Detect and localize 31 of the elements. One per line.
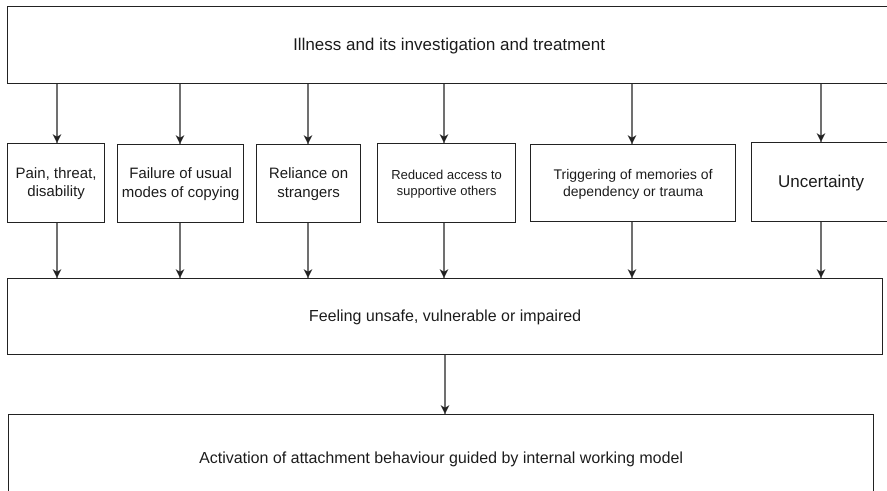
arrow [304,84,312,144]
box-label: Illness and its investigation and treatment [293,34,605,56]
arrow [52,84,62,143]
arrow [440,223,448,278]
box-label: Failure of usual modes of copying [121,165,240,202]
box-label: Reduced access to supportive others [390,167,503,199]
box-label: Pain, threat, disability [14,164,98,202]
arrow [52,223,62,278]
box-label: Feeling unsafe, vulnerable or impaired [308,306,582,326]
arrow [816,222,826,278]
arrow [816,84,826,142]
arrow [628,84,636,144]
process-box [7,6,887,84]
factor-box [751,142,887,222]
arrow [440,355,450,414]
box-label: Uncertainty [778,172,864,192]
factor-box [117,144,244,223]
process-box [8,414,874,491]
arrow [628,222,636,278]
process-box [7,278,883,355]
factor-box [256,144,361,223]
arrow [304,223,312,278]
factor-box [7,143,105,223]
arrow [176,84,184,144]
box-label: Activation of attachment behaviour guided by internal working model [199,449,683,469]
factor-box [530,144,736,222]
box-label: Triggering of memories of dependency or trauma [552,166,714,200]
box-label: Reliance on strangers [268,165,350,202]
arrow [440,84,448,143]
arrow [176,223,184,278]
factor-box [377,143,516,223]
